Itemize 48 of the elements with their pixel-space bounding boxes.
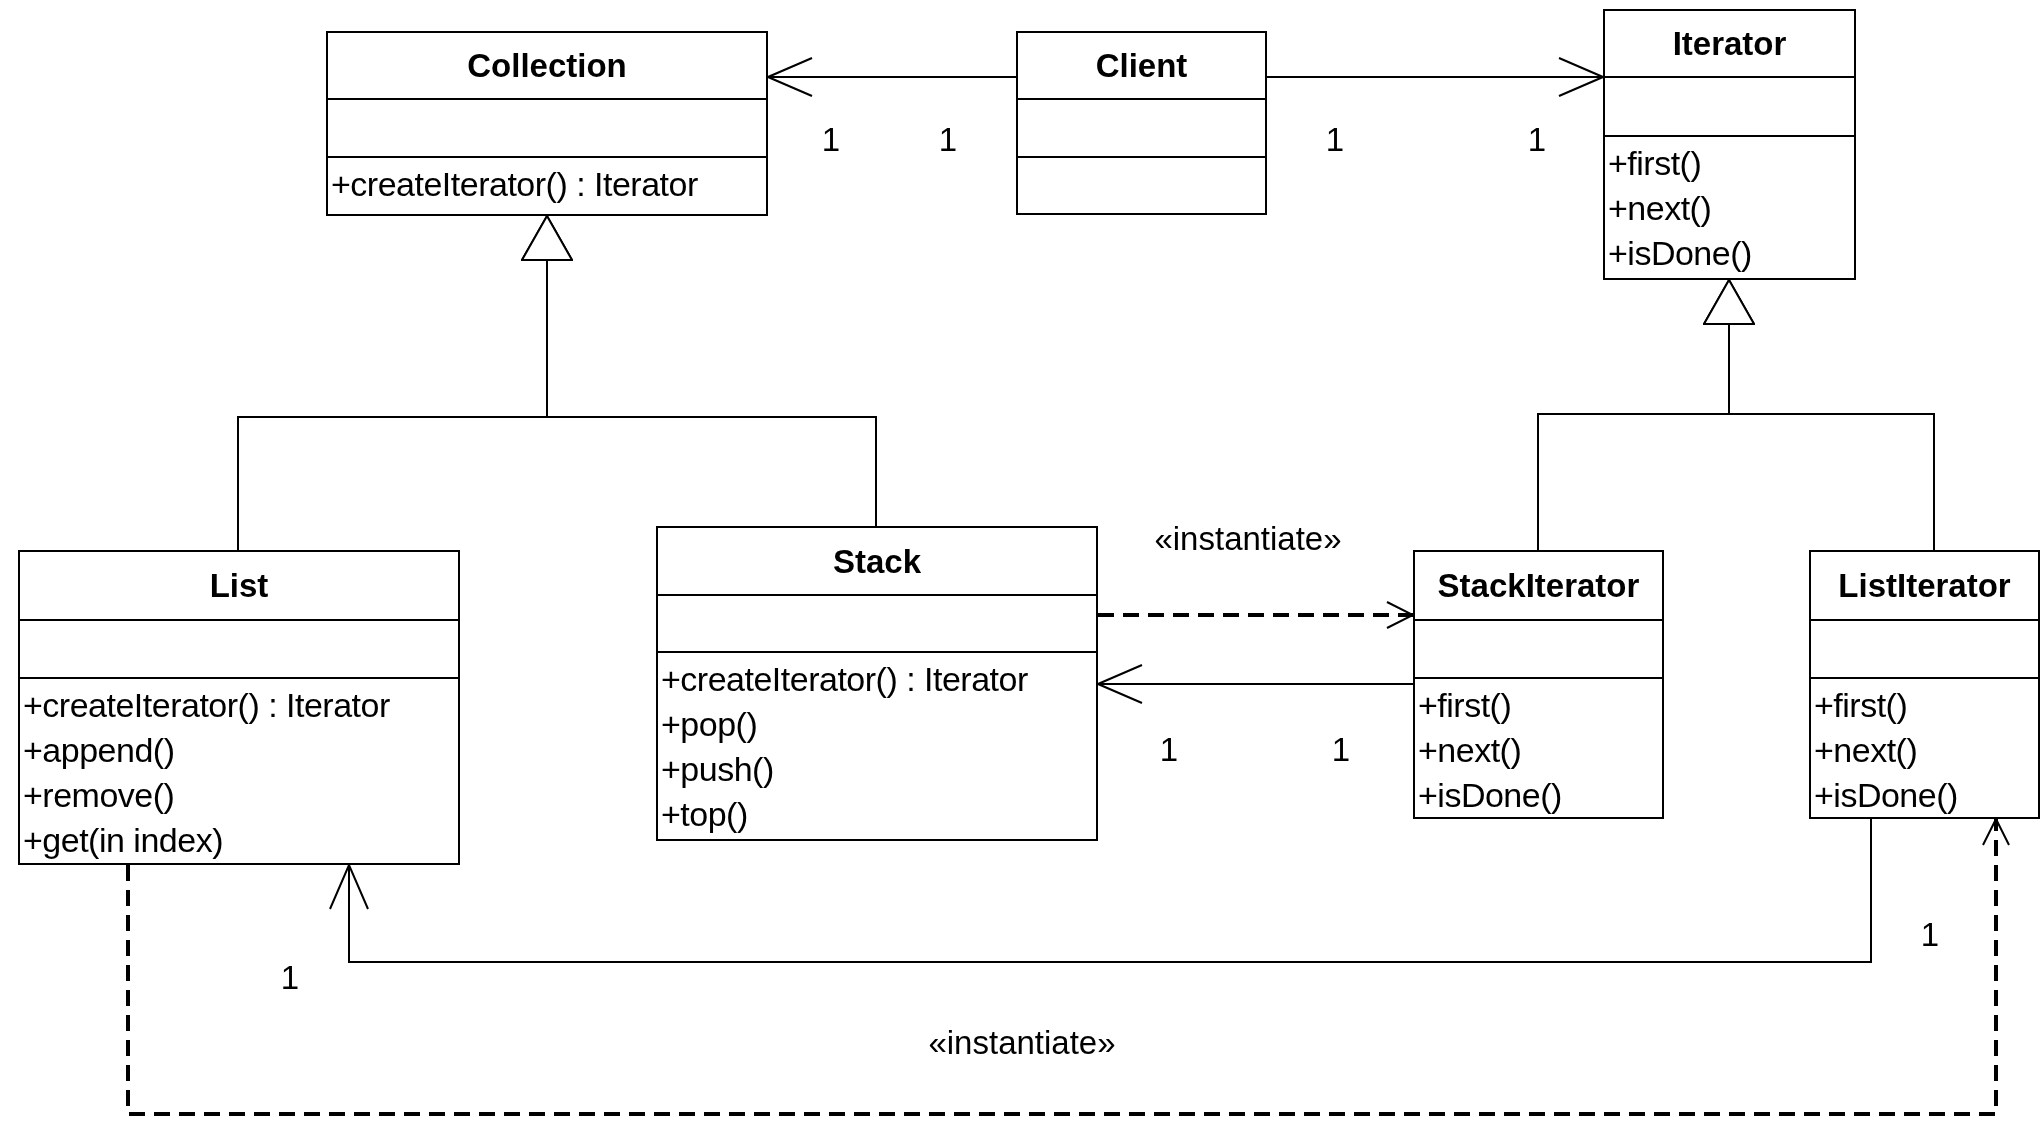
class-name: Collection — [467, 49, 627, 82]
multiplicity-label: 1 — [938, 122, 958, 156]
operation-text: +get(in index) — [23, 820, 223, 861]
multiplicity-label: 1 — [1331, 732, 1351, 766]
operation-text: +createIterator() : Iterator — [23, 685, 390, 726]
class-name: Iterator — [1672, 27, 1787, 60]
operation-text: +append() — [23, 730, 175, 771]
operation-text: +next() — [1814, 730, 1918, 771]
multiplicity-label: 1 — [280, 960, 300, 994]
operation-text: +createIterator() : Iterator — [661, 659, 1028, 700]
generalization-arrow — [1703, 279, 1935, 551]
dependency-arrow — [1098, 601, 1414, 629]
dependency-arrow — [126, 818, 2010, 1116]
multiplicity-label: 1 — [1159, 732, 1179, 766]
operation-text: +createIterator() : Iterator — [331, 164, 698, 205]
generalization-arrow — [521, 215, 877, 527]
operation-text: +pop() — [661, 704, 758, 745]
multiplicity-label: 1 — [821, 122, 841, 156]
class-box — [1603, 9, 1856, 280]
class-box — [1413, 550, 1664, 819]
association-arrow — [1266, 57, 1604, 97]
operation-text: +first() — [1814, 685, 1908, 726]
association-arrow — [329, 818, 1872, 963]
association-arrow — [1097, 664, 1414, 704]
operation-text: +remove() — [23, 775, 175, 816]
class-box — [1809, 550, 2040, 819]
multiplicity-label: 1 — [1527, 122, 1547, 156]
association-arrow — [767, 57, 1017, 97]
class-name: Stack — [832, 544, 922, 578]
multiplicity-label: 1 — [1325, 122, 1345, 156]
class-name: ListIterator — [1838, 569, 2011, 602]
operation-text: +isDone() — [1814, 775, 1958, 816]
operation-text: +first() — [1418, 685, 1512, 726]
operation-text: +next() — [1608, 188, 1712, 229]
operation-text: +isDone() — [1418, 775, 1562, 816]
class-box — [326, 31, 768, 216]
class-name: StackIterator — [1437, 569, 1640, 602]
operation-text: +isDone() — [1608, 233, 1752, 274]
class-box — [656, 526, 1098, 841]
operation-text: +push() — [661, 749, 774, 790]
multiplicity-label: 1 — [1920, 917, 1940, 951]
operation-text: +next() — [1418, 730, 1522, 771]
class-name: Client — [1095, 49, 1188, 82]
class-box — [1016, 31, 1267, 215]
class-box — [18, 550, 460, 865]
class-name: List — [209, 569, 269, 602]
operation-text: +first() — [1608, 143, 1702, 184]
operation-text: +top() — [661, 794, 748, 835]
